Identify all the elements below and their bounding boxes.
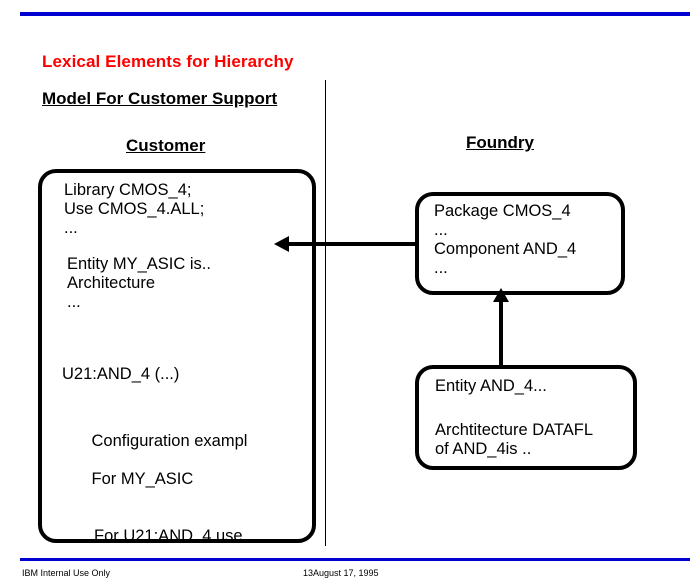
page-subtitle: Model For Customer Support [42, 89, 278, 108]
config-line-2: For MY_ASIC [91, 470, 194, 488]
column-heading-foundry: Foundry [466, 133, 534, 152]
bottom-rule-divider [20, 558, 690, 561]
entity-code-architecture: Archtitecture DATAFL of AND_4is .. [435, 421, 593, 459]
package-code-text: Package CMOS_4 ... Component AND_4 ... [434, 202, 577, 277]
config-line-1: Configuration exampl [91, 432, 248, 450]
config-line-3: For U21:AND_4 use [94, 527, 243, 543]
foundry-package-box: Package CMOS_4 ... Component AND_4 ... [415, 192, 625, 295]
customer-code-library-use: Library CMOS_4; Use CMOS_4.ALL; ... [64, 181, 205, 237]
foundry-entity-box: Entity AND_4... Archtitecture DATAFL of … [415, 365, 637, 470]
entity-to-package-arrow-head-icon [493, 288, 509, 302]
customer-code-configuration: Configuration exampl For MY_ASIC For U21… [64, 413, 264, 543]
page-title: Lexical Elements for Hierarchy [42, 52, 294, 71]
top-rule-divider [20, 12, 690, 16]
customer-code-entity-architecture: Entity MY_ASIC is.. Architecture ... [67, 255, 211, 311]
entity-arch-line-2: of AND_4is .. [435, 440, 532, 458]
entity-arch-line-1: Archtitecture DATAFL [435, 421, 594, 439]
entity-code-declaration: Entity AND_4... [435, 377, 547, 395]
footer-classification: IBM Internal Use Only [22, 568, 111, 578]
customer-code-box: Library CMOS_4; Use CMOS_4.ALL; ... Enti… [38, 169, 316, 543]
entity-to-package-arrow-line [499, 298, 503, 366]
column-heading-customer: Customer [126, 136, 206, 155]
vertical-column-divider [325, 80, 326, 546]
footer-date: 13August 17, 1995 [303, 568, 379, 578]
package-to-customer-arrow-head-icon [274, 236, 289, 252]
package-to-customer-arrow-line [287, 242, 417, 246]
customer-code-instance: U21:AND_4 (...) [62, 365, 180, 383]
